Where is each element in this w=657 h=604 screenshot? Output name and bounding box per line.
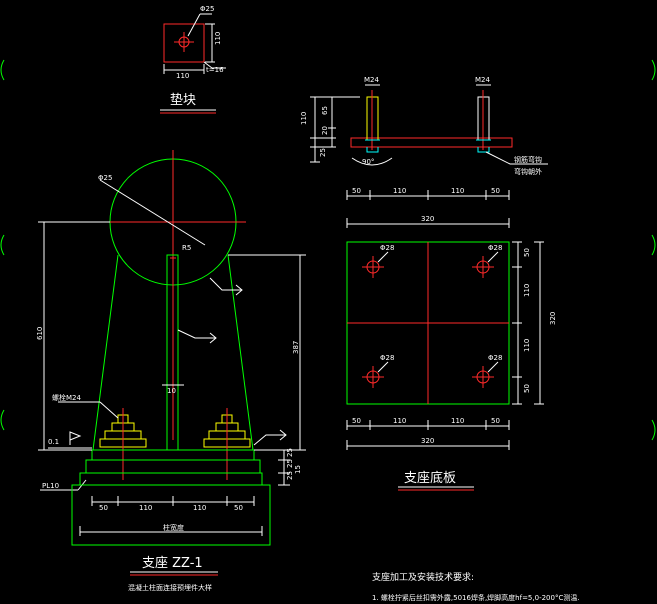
bp-right-dim-1: 50 xyxy=(523,248,531,257)
bp-right-dim-3: 110 xyxy=(523,339,531,352)
support-radius-label: R5 xyxy=(182,244,191,252)
bolt-dim-total: 110 xyxy=(300,112,308,125)
technical-notes: 支座加工及安装技术要求: 1. 螺栓拧紧后丝扣需外露,5016焊条,焊脚高度hf… xyxy=(372,571,580,602)
bp-hole-bl: Φ28 xyxy=(362,354,394,388)
support-bolt-callout: 螺栓M24 xyxy=(52,393,81,402)
bp-hole-br: Φ28 xyxy=(472,354,502,388)
bp-bottom-dim-1: 50 xyxy=(352,417,361,425)
support-base-plate-2 xyxy=(85,459,261,474)
support-dim-right: 387 xyxy=(292,341,300,354)
support-bottom-dim-4: 50 xyxy=(234,504,243,512)
bolt-dim-lower: 25 xyxy=(319,148,327,157)
support-bolt-stack-left xyxy=(99,408,147,480)
bp-hole-label-2: Φ28 xyxy=(488,244,502,252)
support-title: 支座 ZZ-1 xyxy=(142,556,203,571)
bp-hole-tr: Φ28 xyxy=(472,244,502,278)
support-base-plate-1 xyxy=(91,449,255,461)
notes-item-1: 1. 螺栓拧紧后丝扣需外露,5016焊条,焊脚高度hf=5,0-200°C测温. xyxy=(372,593,580,602)
bp-top-dim-1: 50 xyxy=(352,187,361,195)
support-bottom-dim-3: 110 xyxy=(193,504,206,512)
pad-block-outline xyxy=(163,23,205,63)
notes-title: 支座加工及安装技术要求: xyxy=(372,571,474,583)
bp-right-dim-4: 50 xyxy=(523,384,531,393)
pad-dim-width: 110 xyxy=(176,72,189,80)
bp-top-dim-2: 110 xyxy=(393,187,406,195)
bolt-note-1: 钢筋弯钩 xyxy=(514,155,542,164)
support-stack-dim-3: 25 xyxy=(286,471,294,480)
support-body-right-edge xyxy=(227,254,254,451)
bp-hole-label-1: Φ28 xyxy=(380,244,394,252)
pad-block-title: 垫块 xyxy=(170,92,196,108)
bolt-note-2: 弯钩朝外 xyxy=(514,167,542,176)
bp-bottom-dim-4: 50 xyxy=(491,417,500,425)
support-subtitle: 混凝土柱面连接预埋件大样 xyxy=(128,583,212,592)
support-bolt-stack-right xyxy=(203,408,251,480)
support-plate-callout: PL10 xyxy=(42,482,59,490)
bp-hole-label-3: Φ28 xyxy=(380,354,394,362)
bolt-detail-view: M24 M24 110 65 20 25 90° 钢筋弯钩 弯钩朝外 xyxy=(300,76,548,176)
bp-hole-label-4: Φ28 xyxy=(488,354,502,362)
support-bottom-dim-total: 柱宽度 xyxy=(163,523,184,532)
support-stack-dim-1: 25 xyxy=(286,448,294,457)
support-body-left-edge xyxy=(92,254,119,451)
support-circle-label: Φ25 xyxy=(98,174,112,182)
bolt-dim-upper: 65 xyxy=(321,106,329,115)
bp-top-dim-3: 110 xyxy=(451,187,464,195)
bolt-label-right: M24 xyxy=(475,76,490,84)
base-plate-view: 50 110 110 50 320 Φ28 Φ28 Φ28 xyxy=(346,187,557,491)
base-plate-title: 支座底板 xyxy=(404,470,456,486)
bolt-angle-label: 90° xyxy=(362,158,374,166)
pad-block-view: Φ25 110 110 t=16 垫块 xyxy=(160,5,226,114)
support-stack-dim-4: 15 xyxy=(294,465,302,474)
bolt-dim-mid: 20 xyxy=(321,126,329,135)
support-stub-dim: 10 xyxy=(167,387,176,395)
support-bottom-dim-1: 50 xyxy=(99,504,108,512)
pad-thickness-label: t=16 xyxy=(206,66,224,74)
support-bottom-dim-2: 110 xyxy=(139,504,152,512)
bp-top-dim-total: 320 xyxy=(421,215,434,223)
bp-bottom-dim-total: 320 xyxy=(421,437,434,445)
support-column-outline xyxy=(71,484,271,546)
bp-hole-tl: Φ28 xyxy=(362,244,394,278)
support-view: Φ25 R5 10 xyxy=(36,150,306,592)
bp-bottom-dim-3: 110 xyxy=(451,417,464,425)
support-base-plate-3 xyxy=(79,472,263,486)
pad-dim-height: 110 xyxy=(214,32,222,45)
support-level-label: 0.1 xyxy=(48,438,59,446)
bp-bottom-dim-2: 110 xyxy=(393,417,406,425)
bolt-label-left: M24 xyxy=(364,76,379,84)
bolt-detail-plate xyxy=(350,137,513,148)
bp-top-dim-4: 50 xyxy=(491,187,500,195)
pad-hole-label: Φ25 xyxy=(200,5,214,13)
bp-right-dim-2: 110 xyxy=(523,284,531,297)
margin-marks xyxy=(0,59,656,441)
support-stack-dim-2: 25 xyxy=(286,459,294,468)
support-dim-left: 610 xyxy=(36,327,44,340)
bp-right-dim-total: 320 xyxy=(549,312,557,325)
